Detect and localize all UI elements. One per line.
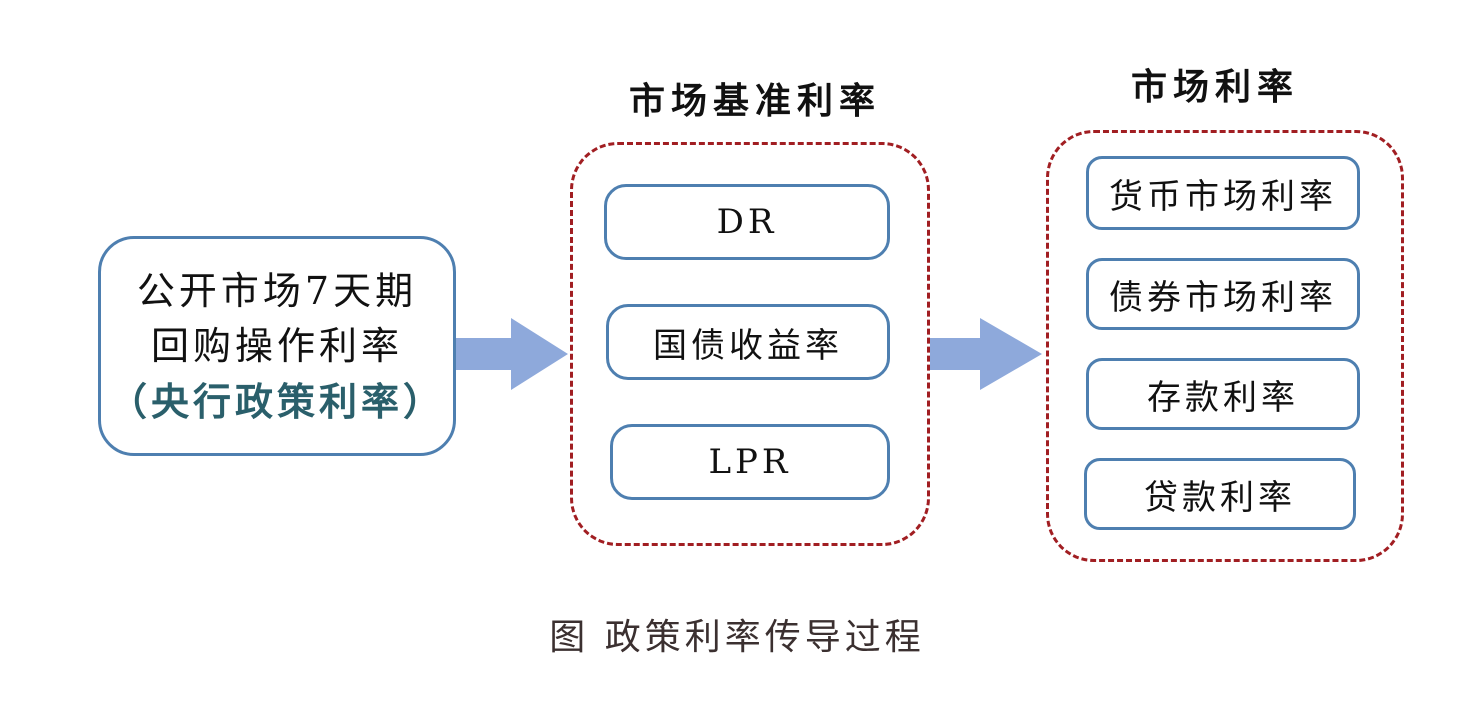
arrow-right-icon (930, 318, 1042, 390)
market-item-label: 贷款利率 (1144, 477, 1296, 518)
benchmark-item-label: DR (716, 202, 778, 242)
benchmark-item-label: LPR (708, 442, 792, 482)
benchmark-group-title: 市场基准利率 (628, 80, 881, 122)
policy-rate-box: 公开市场7天期 回购操作利率 （央行政策利率） (98, 236, 456, 456)
market-item-deposit: 存款利率 (1086, 358, 1360, 430)
market-item-loan: 贷款利率 (1084, 458, 1356, 530)
market-group-container (1046, 130, 1404, 562)
market-item-label: 债券市场利率 (1109, 277, 1337, 318)
arrow-right-icon (456, 318, 568, 390)
policy-rate-line-3: （央行政策利率） (108, 378, 445, 424)
benchmark-item-dr: DR (604, 184, 890, 260)
market-item-label: 存款利率 (1147, 377, 1299, 418)
benchmark-item-lpr: LPR (610, 424, 890, 500)
market-group-title: 市场利率 (1130, 66, 1299, 108)
benchmark-item-treasury-yield: 国债收益率 (606, 304, 890, 380)
market-item-bond-market: 债券市场利率 (1086, 258, 1360, 330)
arrow-2-shape (930, 318, 1042, 390)
benchmark-group-container (570, 142, 930, 546)
benchmark-item-label: 国债收益率 (653, 325, 843, 366)
policy-rate-line-2: 回购操作利率 (150, 323, 403, 368)
policy-rate-line-1: 公开市场7天期 (136, 268, 418, 313)
arrow-1-shape (456, 318, 568, 390)
market-item-label: 货币市场利率 (1109, 176, 1337, 217)
market-item-money-market: 货币市场利率 (1086, 156, 1360, 230)
figure-caption: 图 政策利率传导过程 (549, 617, 925, 658)
